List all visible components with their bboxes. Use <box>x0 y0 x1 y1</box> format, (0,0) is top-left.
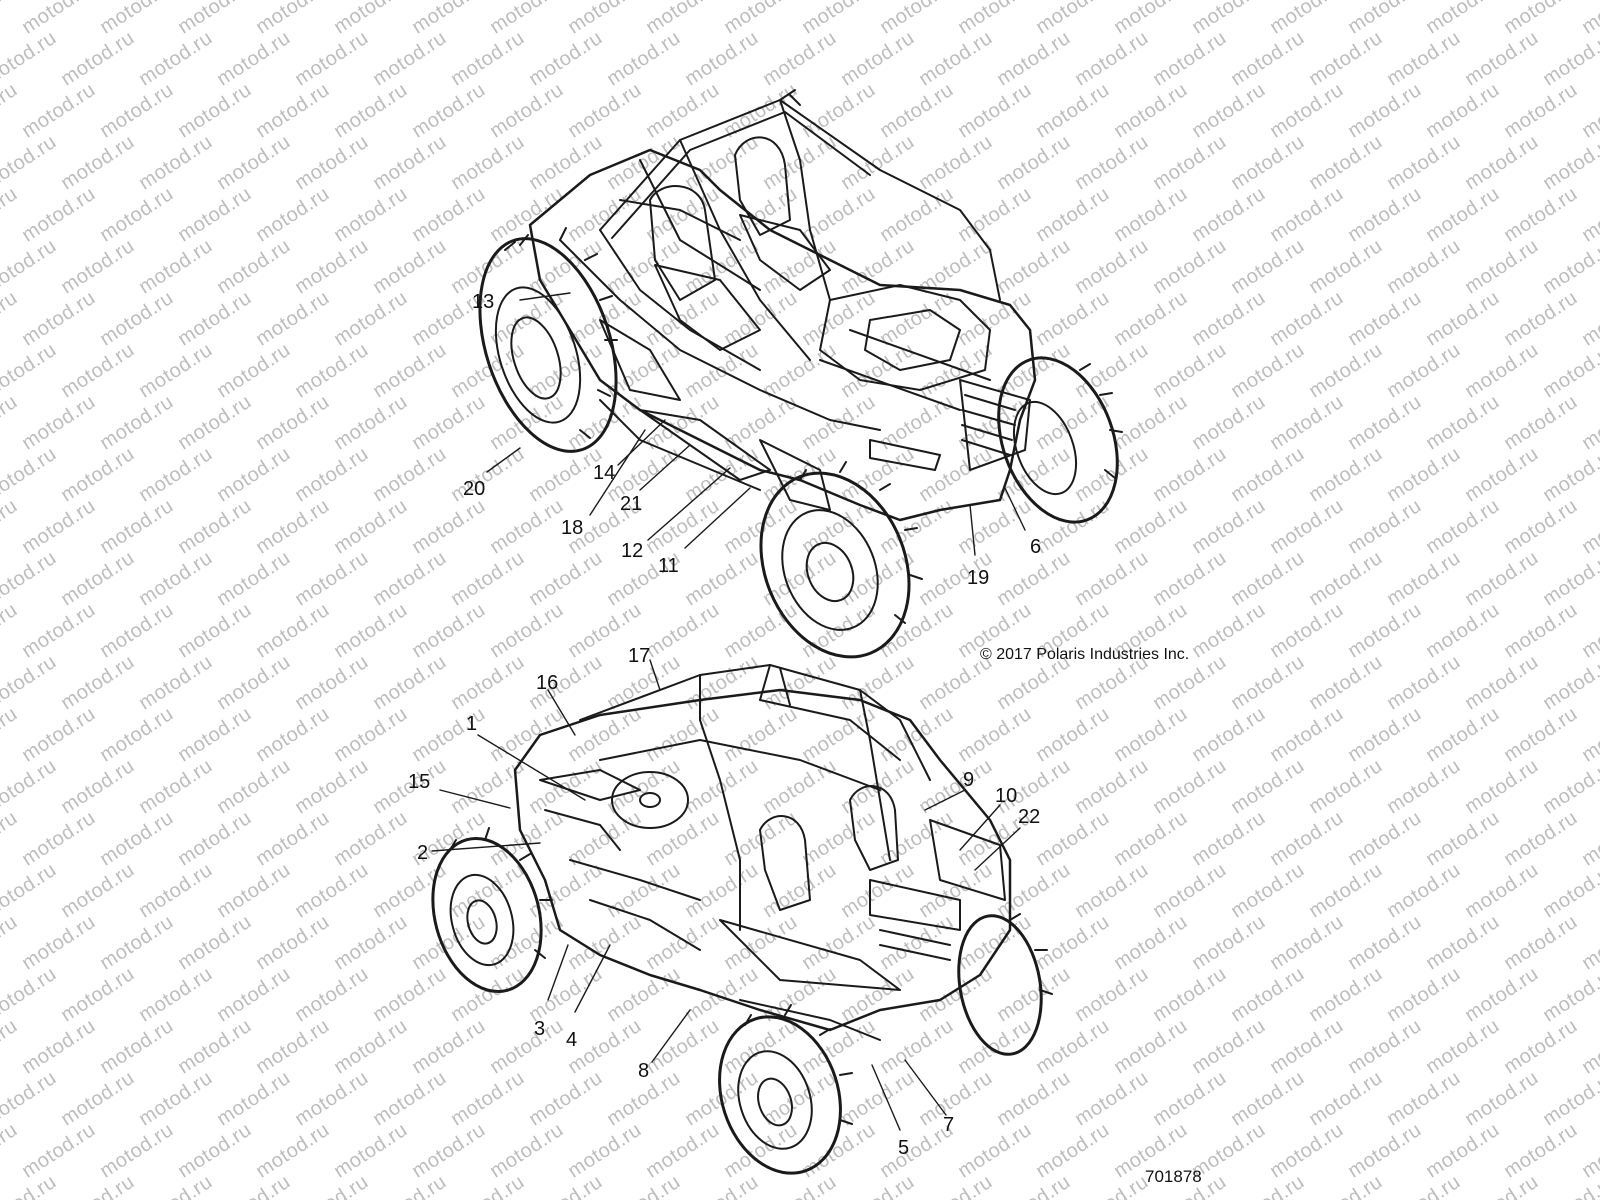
callout-19: 19 <box>967 567 990 589</box>
callout-9: 9 <box>963 769 975 791</box>
callout-4: 4 <box>566 1029 578 1051</box>
callout-10: 10 <box>995 785 1018 807</box>
front-right-wheel <box>997 356 1123 524</box>
seats-bottom <box>611 771 899 911</box>
body-bottom <box>513 688 1012 1041</box>
callout-1: 1 <box>466 713 478 735</box>
callout-2: 2 <box>417 842 429 864</box>
callout-6: 6 <box>1030 536 1042 558</box>
bottom-right-wheel <box>957 913 1053 1056</box>
callout-17: 17 <box>628 645 651 667</box>
callout-22: 22 <box>1018 806 1041 828</box>
callout-20: 20 <box>463 478 486 500</box>
callout-14: 14 <box>593 462 616 484</box>
callout-11: 11 <box>658 555 679 577</box>
copyright-text: © 2017 Polaris Industries Inc. <box>980 646 1190 663</box>
callout-12: 12 <box>621 540 644 562</box>
front-left-wheel <box>759 461 923 659</box>
callout-18: 18 <box>561 517 584 539</box>
roll-cage-bottom <box>579 664 931 931</box>
leader-lines-top <box>486 292 1026 556</box>
body-top <box>528 148 1037 522</box>
callout-7: 7 <box>943 1114 955 1136</box>
callout-13: 13 <box>472 291 495 313</box>
bottom-front-wheel <box>718 1004 853 1175</box>
roll-cage-top <box>599 89 1001 371</box>
callout-16: 16 <box>536 672 559 694</box>
callout-5: 5 <box>898 1137 910 1159</box>
seats-top <box>649 136 831 351</box>
rear-left-wheel <box>478 227 618 453</box>
vehicle-bottom-illustration <box>431 659 1053 1175</box>
callout-8: 8 <box>638 1060 650 1082</box>
bottom-left-wheel <box>431 827 553 994</box>
vehicle-top-illustration <box>478 89 1123 659</box>
figure-number: 701878 <box>1145 1167 1202 1186</box>
callout-15: 15 <box>408 771 431 793</box>
leader-lines-bottom <box>431 659 1021 1131</box>
callout-3: 3 <box>534 1018 546 1040</box>
callout-21: 21 <box>620 493 643 515</box>
